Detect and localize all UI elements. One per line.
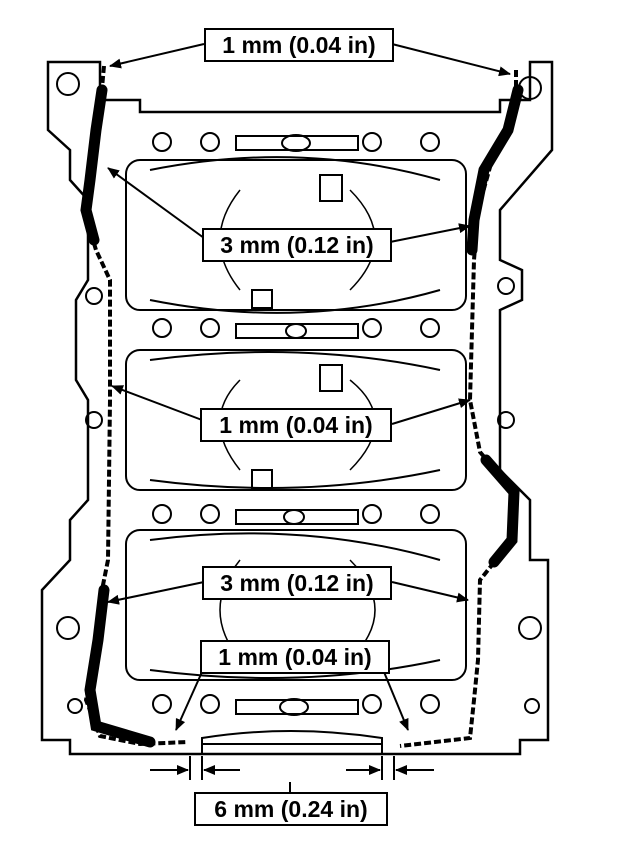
- callout-upper-sealant: 3 mm (0.12 in): [202, 228, 392, 262]
- callout-middle-sealant: 1 mm (0.04 in): [200, 408, 392, 442]
- leader-arrows: [107, 43, 511, 731]
- callout-lower-sealant: 3 mm (0.12 in): [202, 566, 392, 600]
- callout-bottom-sealant: 1 mm (0.04 in): [200, 640, 390, 674]
- bearing-cap-bars: [235, 134, 359, 716]
- bolt-holes: [56, 72, 542, 714]
- callout-top-sealant: 1 mm (0.04 in): [204, 28, 394, 62]
- callout-seal-dimension: 6 mm (0.24 in): [194, 792, 388, 826]
- rear-seal-housing: [201, 730, 383, 754]
- sealant-bead-right: [399, 70, 518, 748]
- sealant-thick-right: [466, 84, 524, 568]
- sealant-thick-left: [80, 84, 156, 748]
- dimension-marks: [150, 756, 434, 792]
